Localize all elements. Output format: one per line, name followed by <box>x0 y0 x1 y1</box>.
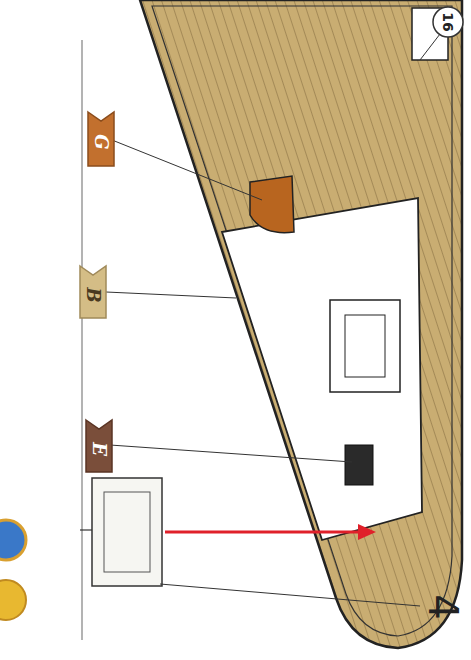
leader-line <box>420 34 440 60</box>
flag-outline <box>88 112 114 166</box>
part-flag: E <box>86 420 112 472</box>
leader-line <box>106 292 236 298</box>
leader-line <box>112 140 262 200</box>
part-e <box>345 445 373 485</box>
callout-number: 16 <box>432 6 464 38</box>
symbol-circle <box>0 520 26 560</box>
part-4 <box>104 492 150 572</box>
part-flag: B <box>80 266 106 318</box>
hatch-part <box>345 315 385 377</box>
hull-deck <box>140 0 462 648</box>
circle-outline <box>433 7 463 37</box>
part-number: 4 <box>423 594 463 619</box>
part-letter: B <box>84 287 102 302</box>
part-number-box: 4 <box>420 584 466 630</box>
deck-rail <box>152 6 452 636</box>
base-line <box>81 40 83 640</box>
part-4 <box>92 478 162 586</box>
insertion-arrow <box>165 531 362 534</box>
part-letter: G <box>92 134 110 149</box>
part-g <box>250 176 294 233</box>
part-flag: G <box>88 112 114 166</box>
part-4 <box>80 529 92 530</box>
flag-outline <box>86 420 112 472</box>
leader-line <box>110 445 352 462</box>
leader-line <box>160 584 420 606</box>
part-letter: E <box>90 442 108 456</box>
flag-outline <box>80 266 106 318</box>
insertion-arrow <box>358 524 376 540</box>
hatch-part <box>330 300 400 392</box>
symbol-circle <box>0 580 26 620</box>
callout-text: 16 <box>441 12 455 31</box>
hold-opening <box>222 198 422 540</box>
